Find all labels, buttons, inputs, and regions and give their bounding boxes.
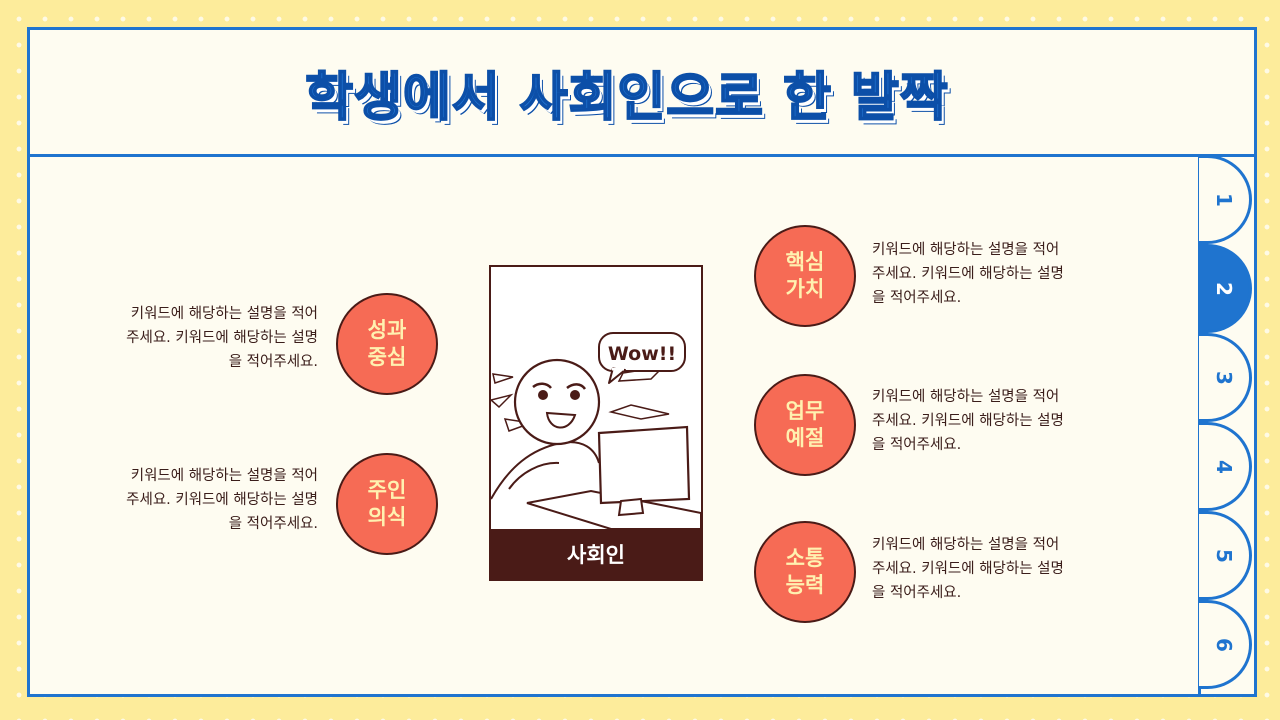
desc-line: 주세요. 키워드에 해당하는 설명 [872, 413, 1064, 429]
tab-2[interactable]: 2 [1199, 244, 1252, 333]
tab-5[interactable]: 5 [1199, 511, 1252, 600]
tab-6[interactable]: 6 [1199, 600, 1252, 689]
keyword-line: 업무 [785, 399, 825, 423]
tab-label: 1 [1211, 192, 1236, 207]
page-title: 학생에서 사회인으로 한 발짝 [304, 67, 949, 129]
desc-line: 을 적어주세요. [228, 516, 318, 532]
keyword-line: 능력 [785, 573, 825, 597]
left-desc-1: 키워드에 해당하는 설명을 적어 주세요. 키워드에 해당하는 설명 을 적어주… [78, 302, 318, 374]
desc-line: 키워드에 해당하는 설명을 적어 [130, 306, 318, 322]
right-desc-3: 키워드에 해당하는 설명을 적어 주세요. 키워드에 해당하는 설명 을 적어주… [872, 533, 1112, 605]
keyword-circle-communication: 소통 능력 [754, 521, 856, 623]
desc-line: 을 적어주세요. [228, 354, 318, 370]
keyword-line: 성과 [367, 318, 407, 342]
speech-bubble: Wow!! [598, 332, 686, 384]
desc-line: 주세요. 키워드에 해당하는 설명 [872, 561, 1064, 577]
slide-frame: 학생에서 사회인으로 한 발짝 1 2 3 4 5 6 [27, 27, 1257, 697]
desc-line: 키워드에 해당하는 설명을 적어 [130, 468, 318, 484]
keyword-circle-performance: 성과 중심 [336, 293, 438, 395]
tab-4[interactable]: 4 [1199, 422, 1252, 511]
left-desc-2: 키워드에 해당하는 설명을 적어 주세요. 키워드에 해당하는 설명 을 적어주… [78, 464, 318, 536]
desc-line: 키워드에 해당하는 설명을 적어 [872, 242, 1060, 258]
tab-label: 6 [1211, 637, 1236, 652]
desc-line: 주세요. 키워드에 해당하는 설명 [126, 492, 318, 508]
right-desc-1: 키워드에 해당하는 설명을 적어 주세요. 키워드에 해당하는 설명 을 적어주… [872, 238, 1112, 310]
tab-label: 5 [1211, 548, 1236, 563]
keyword-circle-etiquette: 업무 예절 [754, 374, 856, 476]
office-worker-illustration: Wow!! [491, 332, 701, 529]
center-card: Wow!! 사회인 [489, 265, 703, 581]
keyword-circle-ownership: 주인 의식 [336, 453, 438, 555]
keyword-line: 의식 [367, 505, 407, 529]
keyword-line: 중심 [367, 345, 407, 369]
tab-label: 4 [1211, 459, 1236, 474]
keyword-line: 주인 [367, 478, 407, 502]
tab-label: 3 [1211, 370, 1236, 385]
desc-line: 키워드에 해당하는 설명을 적어 [872, 537, 1060, 553]
desc-line: 주세요. 키워드에 해당하는 설명 [872, 266, 1064, 282]
desc-line: 을 적어주세요. [872, 437, 962, 453]
tab-1[interactable]: 1 [1199, 155, 1252, 244]
keyword-line: 가치 [785, 277, 825, 301]
desc-line: 키워드에 해당하는 설명을 적어 [872, 389, 1060, 405]
tab-label: 2 [1211, 281, 1236, 296]
tab-3[interactable]: 3 [1199, 333, 1252, 422]
desc-line: 을 적어주세요. [872, 585, 962, 601]
tab-strip: 1 2 3 4 5 6 [1198, 155, 1257, 694]
title-bar: 학생에서 사회인으로 한 발짝 [30, 30, 1254, 157]
speech-text: Wow!! [608, 343, 676, 365]
desc-line: 주세요. 키워드에 해당하는 설명 [126, 330, 318, 346]
desc-line: 을 적어주세요. [872, 290, 962, 306]
right-desc-2: 키워드에 해당하는 설명을 적어 주세요. 키워드에 해당하는 설명 을 적어주… [872, 385, 1112, 457]
keyword-line: 예절 [785, 426, 825, 450]
keyword-circle-core-value: 핵심 가치 [754, 225, 856, 327]
center-card-label: 사회인 [491, 529, 701, 579]
keyword-line: 소통 [785, 546, 825, 570]
keyword-line: 핵심 [785, 250, 825, 274]
